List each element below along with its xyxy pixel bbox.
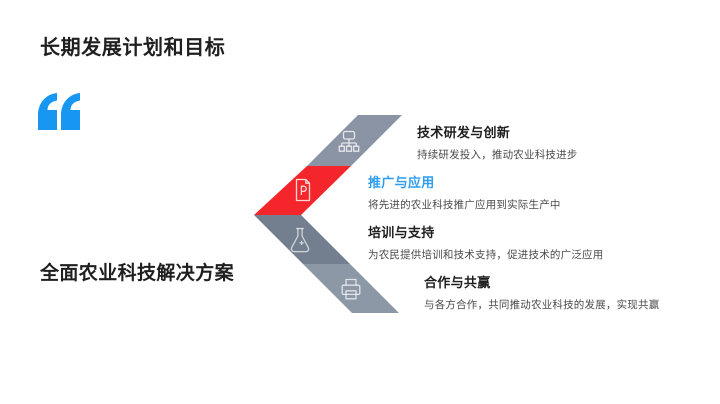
sitemap-icon xyxy=(338,130,360,152)
step-description: 持续研发投入，推动农业科技进步 xyxy=(417,149,578,161)
printer-icon xyxy=(341,278,361,300)
step-description: 与各方合作，共同推动农业科技的发展，实现共赢 xyxy=(424,299,660,311)
step-item-promotion: 推广与应用 将先进的农业科技推广应用到实际生产中 xyxy=(368,172,561,212)
step-title: 合作与共赢 xyxy=(424,275,491,290)
step-description: 为农民提供培训和技术支持，促进技术的广泛应用 xyxy=(368,249,604,261)
step-item-research: 技术研发与创新 持续研发投入，推动农业科技进步 xyxy=(417,122,578,162)
step-item-cooperation: 合作与共赢 与各方合作，共同推动农业科技的发展，实现共赢 xyxy=(424,272,659,312)
step-title: 技术研发与创新 xyxy=(417,125,511,140)
slide-subtitle: 全面农业科技解决方案 xyxy=(40,263,235,284)
step-item-training: 培训与支持 为农民提供培训和技术支持，促进技术的广泛应用 xyxy=(368,222,603,262)
step-description: 将先进的农业科技推广应用到实际生产中 xyxy=(368,199,561,211)
chevron-band-training xyxy=(254,215,350,264)
chevron-band-research xyxy=(307,115,402,166)
page-title: 长期发展计划和目标 xyxy=(40,37,226,59)
chevron-band-promotion xyxy=(254,166,351,215)
step-title-highlighted: 推广与应用 xyxy=(368,175,435,190)
document-p-icon xyxy=(295,178,311,202)
chevron-band-cooperation xyxy=(303,264,399,313)
quote-icon xyxy=(38,93,80,130)
flask-icon xyxy=(290,227,310,253)
step-title: 培训与支持 xyxy=(368,225,435,240)
letter-p xyxy=(300,185,307,195)
